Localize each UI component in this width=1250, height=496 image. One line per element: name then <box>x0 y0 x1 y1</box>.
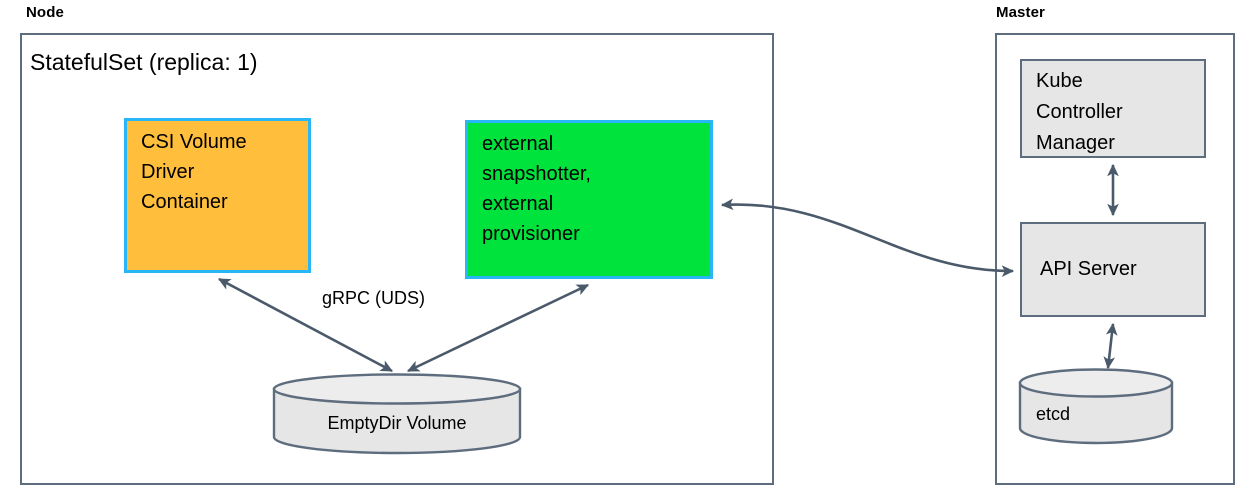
emptydir-volume-cylinder[interactable]: EmptyDir Volume <box>272 373 522 455</box>
emptydir-volume-label: EmptyDir Volume <box>327 413 467 433</box>
node-group-label: Node <box>26 4 64 21</box>
etcd-cylinder[interactable]: etcd <box>1018 368 1174 445</box>
cylinder-top <box>272 373 522 405</box>
csi-volume-driver-container-label: CSI Volume Driver Container <box>141 131 247 213</box>
statefulset-title: StatefulSet (replica: 1) <box>30 49 258 75</box>
kube-controller-manager-label: Kube Controller Manager <box>1036 70 1123 154</box>
cylinder-body <box>272 387 522 455</box>
cylinder-body <box>1018 381 1174 445</box>
etcd-label: etcd <box>1036 404 1071 424</box>
external-components-box[interactable]: external snapshotter, external provision… <box>465 120 713 279</box>
external-components-label: external snapshotter, external provision… <box>482 133 591 245</box>
grpc-uds-edge-label: gRPC (UDS) <box>322 288 426 308</box>
api-server-box[interactable]: API Server <box>1020 222 1206 317</box>
csi-volume-driver-container-box[interactable]: CSI Volume Driver Container <box>124 118 311 273</box>
api-server-label: API Server <box>1040 258 1137 280</box>
kube-controller-manager-box[interactable]: Kube Controller Manager <box>1020 59 1206 158</box>
master-group-label: Master <box>996 4 1045 21</box>
cylinder-top <box>1018 368 1174 398</box>
